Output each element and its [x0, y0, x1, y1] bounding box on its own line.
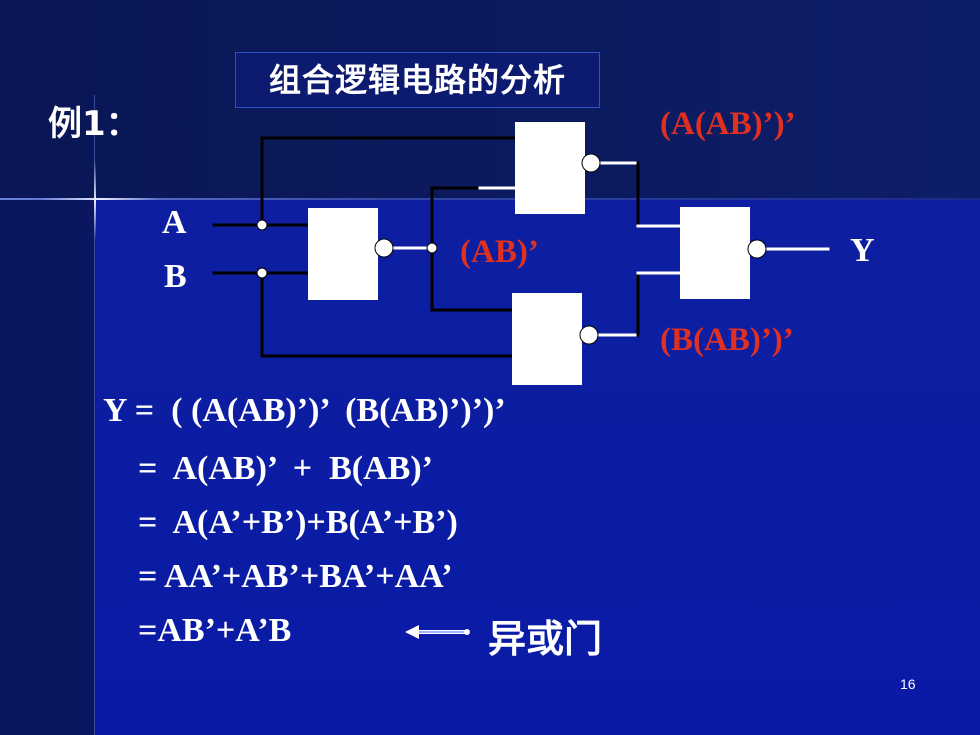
decor-vertical-line	[94, 95, 95, 735]
equation-line-1: Y = ( (A(AB)’)’ (B(AB)’)’)’	[103, 392, 506, 429]
nand-gate-3	[512, 293, 582, 385]
nand-gate-2-bubble	[581, 153, 601, 173]
nand-gate-3-bubble	[579, 325, 599, 345]
arrow-left-icon	[405, 625, 470, 639]
equation-line-5: =AB’+A’B	[138, 612, 292, 649]
nand-gate-4	[680, 207, 750, 299]
page-number: 16	[900, 676, 916, 692]
equation-line-4: = AA’+AB’+BA’+AA’	[138, 558, 453, 595]
background-left	[0, 200, 95, 735]
xor-gate-label: 异或门	[488, 617, 603, 661]
background-main	[95, 200, 980, 735]
equation-line-2: = A(AB)’ + B(AB)’	[138, 450, 433, 487]
nand3-output-label: (B(AB)’)’	[660, 322, 794, 358]
slide-title: 组合逻辑电路的分析	[235, 52, 600, 108]
junction-a	[256, 219, 268, 231]
output-y-label: Y	[850, 232, 875, 269]
decor-sparkle	[40, 198, 160, 200]
decor-sparkle	[94, 160, 96, 240]
junction-ab	[426, 242, 438, 254]
nand-gate-2	[515, 122, 585, 214]
junction-b	[256, 267, 268, 279]
nand1-output-label: (AB)’	[460, 234, 539, 270]
example-label: 例1：	[48, 104, 140, 144]
equation-line-3: = A(A’+B’)+B(A’+B’)	[138, 504, 458, 541]
input-b-label: B	[164, 258, 187, 295]
nand2-output-label: (A(AB)’)’	[660, 106, 796, 142]
nand-gate-1	[308, 208, 378, 300]
input-a-label: A	[162, 204, 187, 241]
nand-gate-1-bubble	[374, 238, 394, 258]
decor-horizontal-line	[0, 198, 980, 200]
nand-gate-4-bubble	[747, 239, 767, 259]
